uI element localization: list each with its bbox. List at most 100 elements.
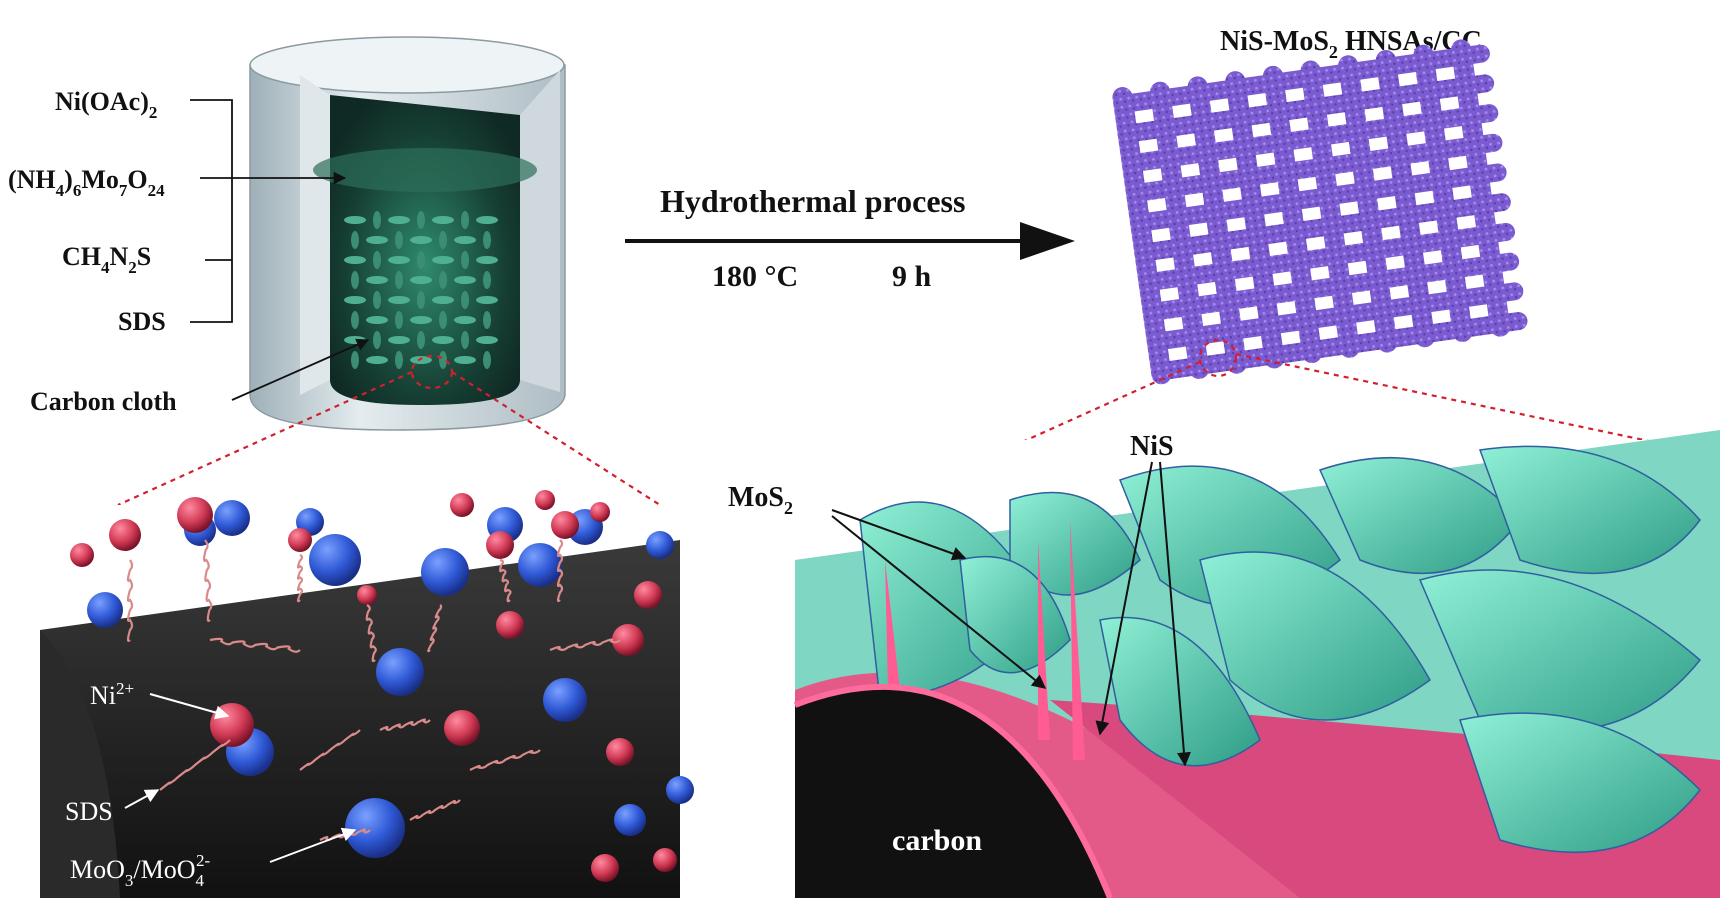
molybdate-label: MoO3/MoO42- xyxy=(70,851,211,890)
zoom-guides xyxy=(117,338,1716,507)
sds-tail xyxy=(427,604,443,653)
carbon-cloth-label: Carbon cloth xyxy=(30,387,177,416)
product-strand-v xyxy=(1413,44,1473,342)
nickel-sphere xyxy=(177,497,213,533)
temperature-label: 180 °C xyxy=(712,260,798,293)
sds-tail xyxy=(126,559,134,642)
weave-strand xyxy=(344,296,366,304)
molybdate-sphere xyxy=(214,500,250,536)
weave-strand xyxy=(461,331,469,349)
weave-strand xyxy=(454,356,476,364)
molybdate-sphere xyxy=(518,543,562,587)
nickel-sphere xyxy=(450,493,474,517)
molybdate-sphere xyxy=(543,678,587,722)
weave-strand xyxy=(461,211,469,229)
nickel-sphere xyxy=(210,703,254,747)
reagent-thiourea: CH4N2S xyxy=(62,242,151,277)
sds-tail xyxy=(209,637,301,653)
mos2-label: MoS2 xyxy=(728,482,793,518)
nickel-sphere xyxy=(634,581,662,609)
weave-strand xyxy=(476,256,498,264)
nis-spike xyxy=(1070,520,1085,760)
sds-tail xyxy=(299,729,361,771)
mos2-nanosheet xyxy=(1099,616,1261,767)
nickel-sphere xyxy=(612,624,644,656)
product-strand-v xyxy=(1451,39,1511,337)
weave-strand xyxy=(410,356,432,364)
nickel-sphere xyxy=(357,585,377,605)
sds-tail xyxy=(409,799,461,821)
weave-strand xyxy=(410,316,432,324)
weave-strand xyxy=(351,271,359,289)
nanosheet-labels: MoS2 NiS carbon xyxy=(728,431,1174,857)
product-cloth xyxy=(1112,39,1528,385)
weave-strand xyxy=(476,216,498,224)
weave-strand xyxy=(454,236,476,244)
nickel-sphere xyxy=(70,543,94,567)
weave-strand xyxy=(476,296,498,304)
process-arrow xyxy=(625,222,1075,260)
reagent-sds: SDS xyxy=(118,307,166,336)
molybdate-sphere xyxy=(666,776,694,804)
nickel-sphere xyxy=(444,710,480,746)
molybdate-sphere xyxy=(421,548,469,596)
nis-spike xyxy=(1038,540,1050,740)
weave-strand xyxy=(432,296,454,304)
reagent-ni-acetate: Ni(OAc)2 xyxy=(55,87,157,122)
carbon-label: carbon xyxy=(892,824,982,857)
weave-strand xyxy=(366,316,388,324)
sds-tail xyxy=(379,718,431,731)
weave-strand xyxy=(432,336,454,344)
weave-strand xyxy=(373,331,381,349)
ni-ion-label: Ni2+ xyxy=(90,679,134,710)
weave-strand xyxy=(439,271,447,289)
weave-strand xyxy=(351,351,359,369)
nis-label: NiS xyxy=(1130,431,1174,462)
nickel-sphere xyxy=(590,502,610,522)
nickel-sphere xyxy=(591,854,619,882)
weave-strand xyxy=(483,231,491,249)
weave-strand xyxy=(395,351,403,369)
reagent-bracket xyxy=(190,99,370,401)
molybdate-sphere xyxy=(376,648,424,696)
fiber-panel xyxy=(40,490,694,898)
weave-strand xyxy=(373,211,381,229)
mos2-nanosheet xyxy=(1478,445,1701,575)
nis-spike xyxy=(885,560,900,690)
reagent-ammonium-molybdate: (NH4)6Mo7O24 xyxy=(8,165,165,200)
nickel-sphere xyxy=(486,531,514,559)
nanosheet-pointers xyxy=(831,461,1191,767)
weave-strand xyxy=(417,251,425,269)
weave-strand xyxy=(417,211,425,229)
sds-tail xyxy=(296,553,304,603)
carbon-cloth-weave xyxy=(344,211,498,369)
nickel-sphere xyxy=(535,490,555,510)
product-strand-v xyxy=(1375,49,1435,348)
weave-strand xyxy=(388,216,410,224)
weave-strand xyxy=(439,231,447,249)
weave-strand xyxy=(410,236,432,244)
weave-strand xyxy=(454,276,476,284)
mos2-nanosheet xyxy=(1199,551,1431,721)
sds-tail xyxy=(469,749,541,771)
mos2-nanosheet xyxy=(1459,712,1701,854)
weave-strand xyxy=(432,216,454,224)
nickel-sphere xyxy=(551,511,579,539)
nickel-sphere xyxy=(109,519,141,551)
weave-strand xyxy=(410,276,432,284)
weave-strand xyxy=(439,311,447,329)
time-label: 9 h xyxy=(892,260,932,293)
weave-strand xyxy=(476,336,498,344)
sds-tail xyxy=(159,739,231,791)
nickel-sphere xyxy=(288,528,312,552)
weave-strand xyxy=(366,356,388,364)
molybdate-sphere xyxy=(345,798,405,858)
sds-tail xyxy=(549,638,621,652)
weave-strand xyxy=(344,216,366,224)
weave-strand xyxy=(351,231,359,249)
weave-strand xyxy=(366,276,388,284)
weave-strand xyxy=(417,291,425,309)
weave-strand xyxy=(351,311,359,329)
